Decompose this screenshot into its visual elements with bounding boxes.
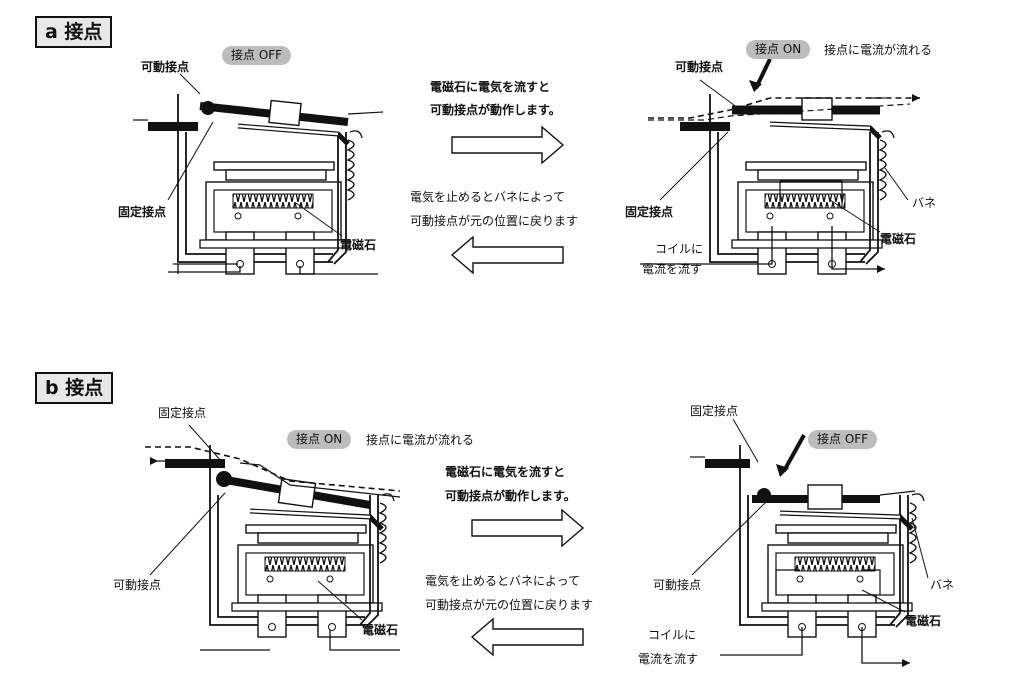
note-a-right: 接点に電流が流れる [824,43,933,57]
label-a-left-fixed: 固定接点 [118,205,167,219]
note-b-left: 接点に電流が流れる [366,433,475,447]
section-b-title: b 接点 [35,372,114,404]
label-b-left-movable: 可動接点 [113,578,162,592]
status-b-right: 接点 OFF [808,430,878,449]
label-b-right-coil-2: 電流を流す [638,652,699,666]
leader-a-on-magnet [829,199,881,233]
relay-a-on [640,58,920,275]
msg-b-back-1: 電気を止めるとバネによって [425,574,581,588]
label-b-right-spring: バネ [930,578,955,592]
msg-b-back-2: 可動接点が元の位置に戻ります [425,598,594,612]
leader-b-off-magnet [861,589,906,613]
relay-b-on [145,445,401,651]
relay-b-off [690,434,925,667]
label-b-right-fixed: 固定接点 [690,404,739,418]
leader-b-off-spring [911,517,929,579]
section-a-title: a 接点 [35,16,113,48]
label-a-right-coil-1: コイルに [655,242,704,256]
msg-a-back-2: 可動接点が元の位置に戻ります [410,214,579,228]
label-b-right-magnet: 電磁石 [905,614,942,628]
label-a-left-movable: 可動接点 [141,60,190,74]
leader-b-on-magnet [317,580,363,621]
leader-a-off-magnet [295,202,343,237]
msg-a-back-1: 電気を止めるとバネによって [410,190,566,204]
status-a-left: 接点 OFF [222,46,292,65]
arrow-a-forward [451,125,565,165]
label-a-right-movable: 可動接点 [675,60,724,74]
label-a-right-coil-2: 電流を流す [642,262,703,276]
arrow-b-back [470,617,584,657]
leader-a-off-fixed [167,121,214,201]
label-a-right-fixed: 固定接点 [625,205,674,219]
arrow-a-back [450,235,564,275]
leader-a-off-movable [179,73,201,95]
leader-a-on-movable [699,79,739,109]
status-a-right: 接点 ON [746,40,811,59]
msg-a-forward-1: 電磁石に電気を流すと [430,80,551,94]
label-b-right-movable: 可動接点 [653,578,702,592]
label-a-left-magnet: 電磁石 [340,238,377,252]
msg-a-forward-2: 可動接点が動作します。 [430,103,561,117]
label-a-right-magnet: 電磁石 [880,232,917,246]
msg-b-forward-2: 可動接点が動作します。 [445,489,576,503]
leader-a-on-fixed [659,131,729,201]
leader-b-on-movable [149,492,226,576]
label-a-right-spring: バネ [912,196,937,210]
label-b-right-coil-1: コイルに [648,628,697,642]
relay-a-off [133,94,384,275]
label-b-left-magnet: 電磁石 [362,623,399,637]
arrow-b-forward [471,508,585,548]
leader-b-on-fixed [188,424,223,463]
leader-b-off-fixed [732,418,759,463]
leader-b-off-movable [691,499,769,576]
msg-b-forward-1: 電磁石に電気を流すと [445,465,566,479]
status-b-left: 接点 ON [287,430,352,449]
label-b-left-fixed: 固定接点 [158,406,207,420]
leader-a-on-spring [884,167,909,201]
